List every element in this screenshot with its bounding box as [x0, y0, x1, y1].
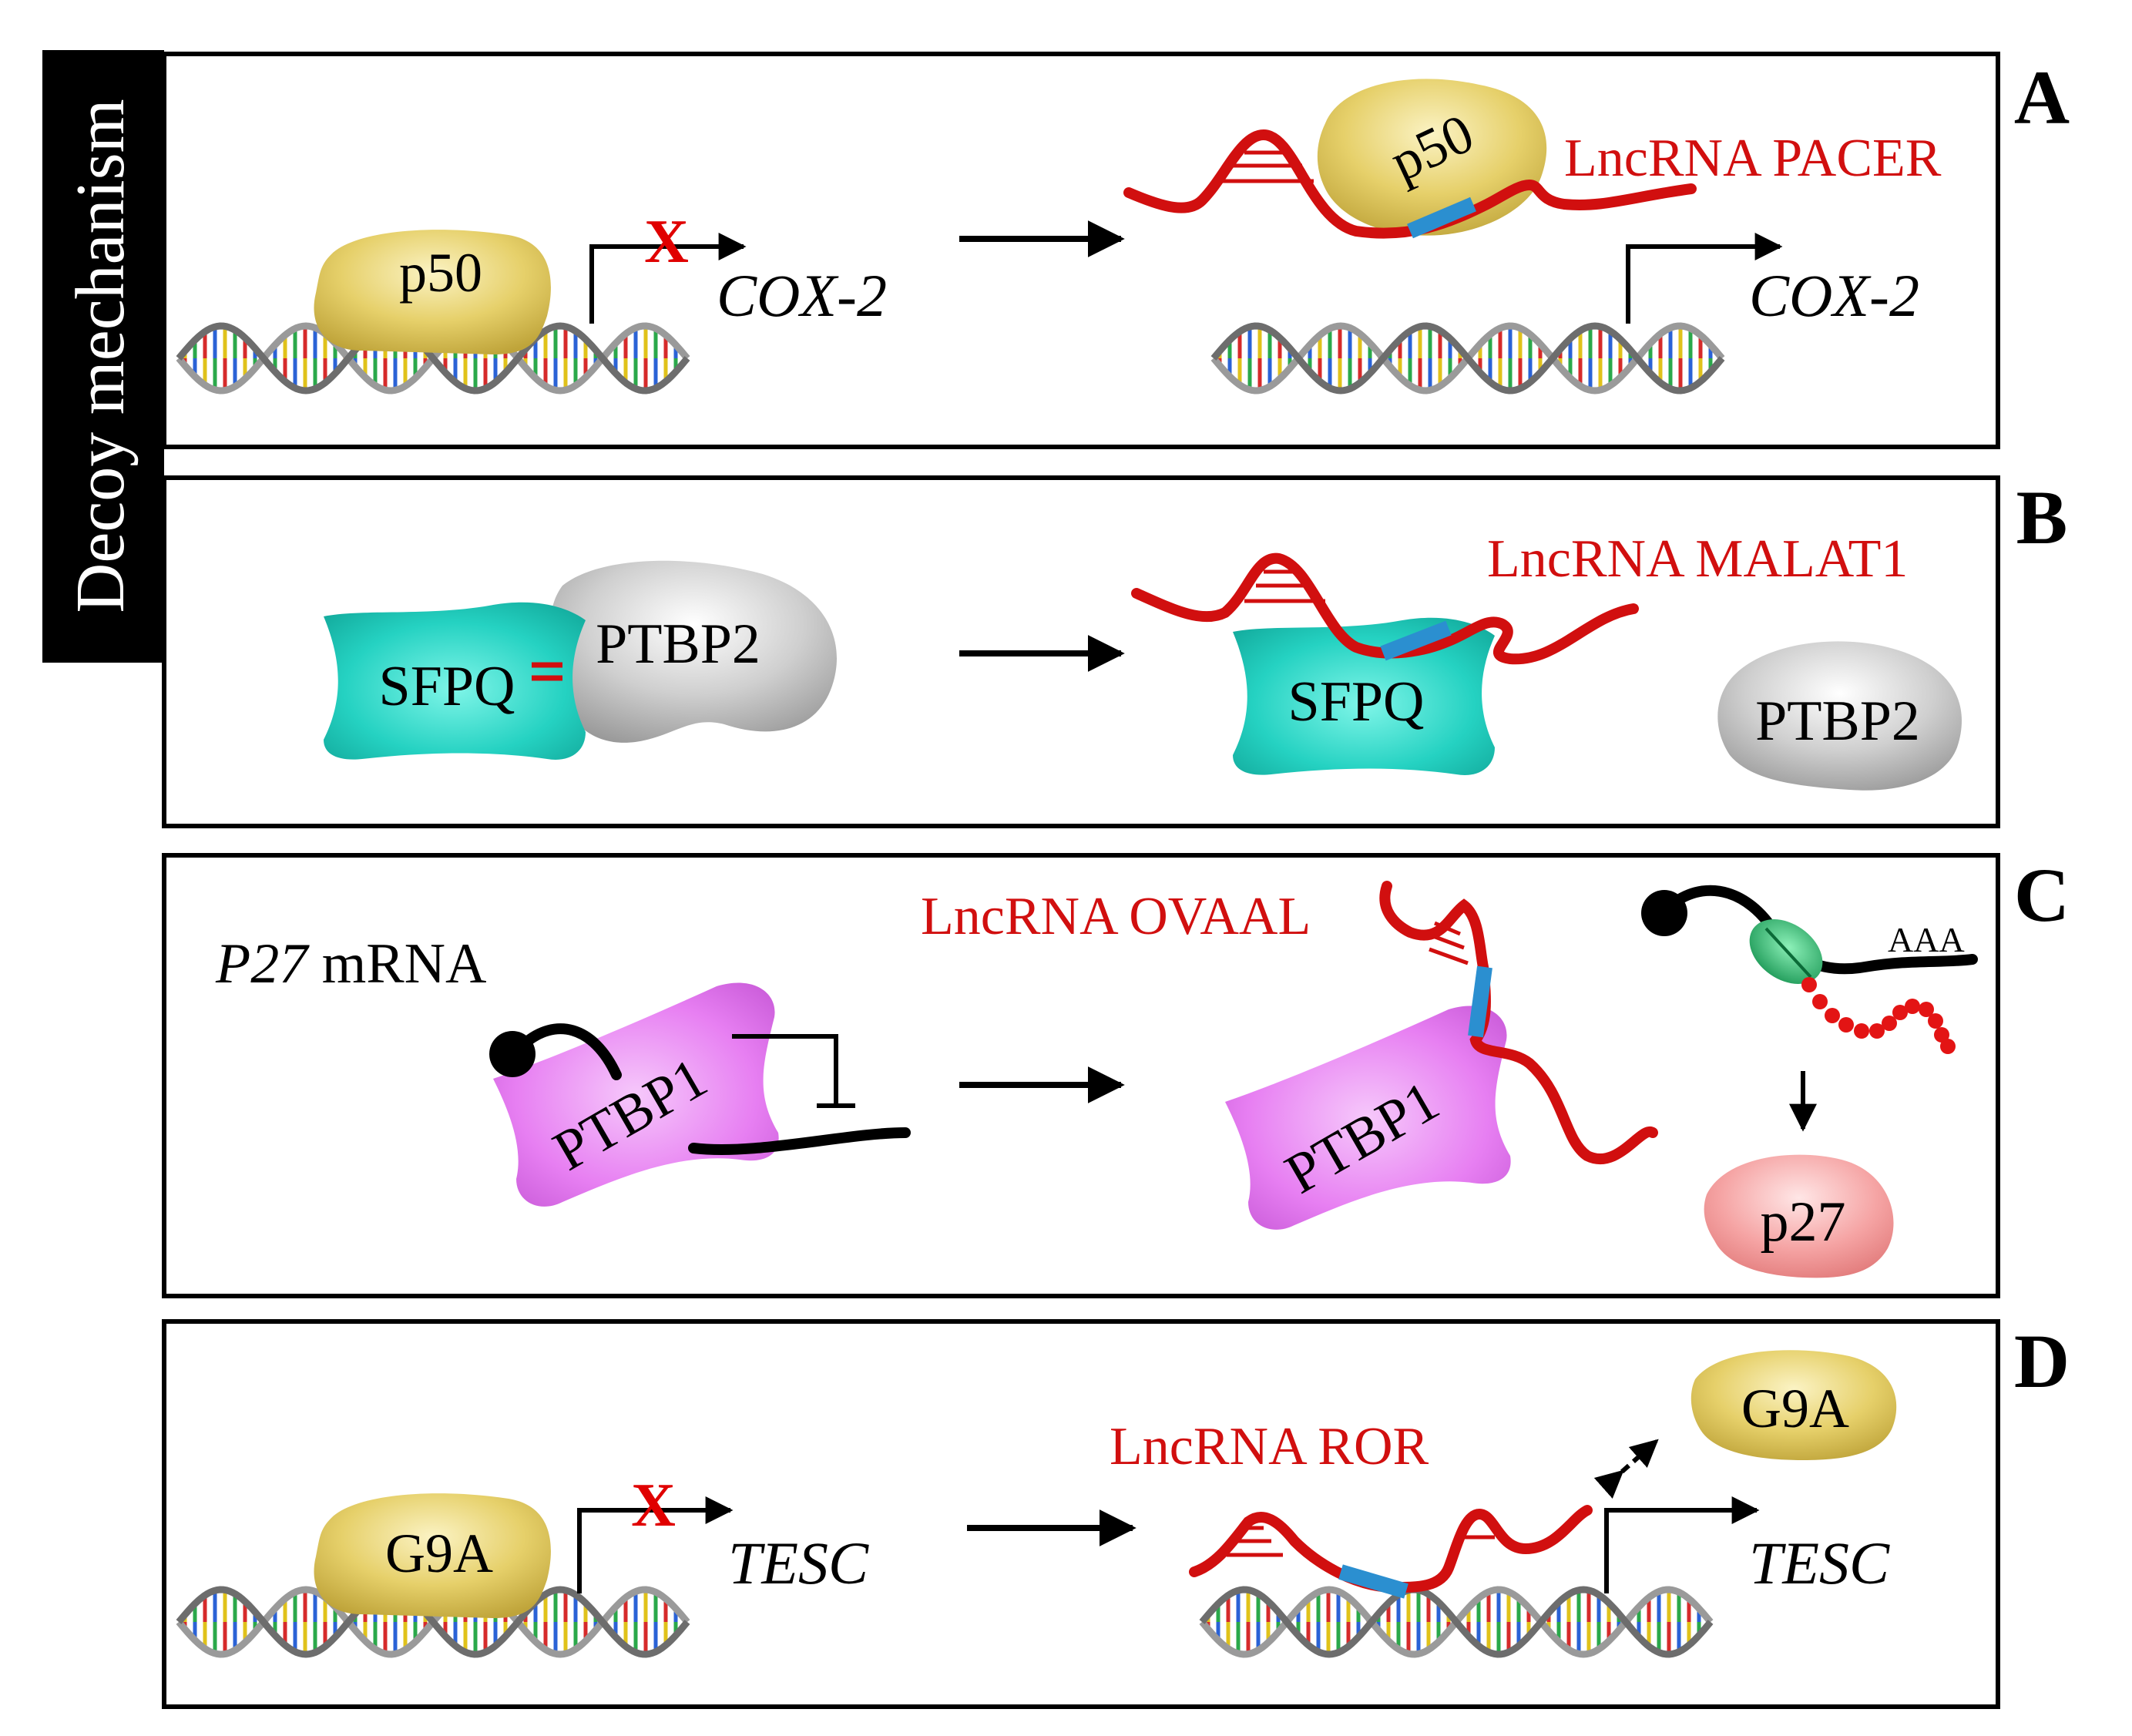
lncrna-ror — [1189, 1505, 1593, 1599]
panel-c-border — [162, 853, 2000, 1298]
dna-backbone — [1199, 1586, 1714, 1658]
amino-acid-bead — [1934, 1027, 1949, 1043]
panel-c-letter: C — [2014, 852, 2070, 938]
panel-a-border — [162, 52, 2000, 449]
dna-helix-d-right — [1199, 1586, 1714, 1658]
interaction-mark-b — [532, 662, 562, 681]
amino-acid-bead — [1919, 1002, 1934, 1017]
ptbp2-protein-b-right — [1717, 641, 1962, 791]
panel-d-letter: D — [2014, 1318, 2070, 1404]
p27-label-c: p27 — [1761, 1190, 1846, 1254]
polya-tail-c: AAA — [1888, 920, 1965, 959]
sfpq-protein-b-right — [1233, 617, 1495, 775]
side-label-box — [42, 50, 164, 663]
dna-helix-d-left — [176, 1586, 690, 1658]
g9a-protein-d-left: G9A — [314, 1493, 551, 1618]
mrna-suffix-c: mRNA — [307, 932, 486, 996]
binding-site-c — [1468, 965, 1492, 1038]
lncrna-label-b: LncRNA MALAT1 — [1487, 529, 1908, 589]
ptbp2-protein-b-left — [550, 560, 837, 743]
amino-acid-bead — [1825, 1008, 1840, 1023]
lncrna-ovaal — [1379, 881, 1658, 1165]
dna-helix-a-left — [176, 322, 690, 395]
block-x-d: X — [631, 1472, 676, 1540]
panel-d-border — [162, 1319, 2000, 1709]
inhibition-mark-c — [732, 1034, 855, 1108]
peptide-chain-c — [1801, 977, 1956, 1054]
promoter-arrow-a-left — [589, 233, 747, 324]
amino-acid-bead — [1928, 1013, 1943, 1029]
amino-acid-bead — [1905, 999, 1920, 1014]
g9a-protein-d-right: G9A — [1690, 1350, 1897, 1460]
ptbp1-protein-c-right — [1225, 1006, 1511, 1230]
sfpq-label-b-right: SFPQ — [1288, 670, 1425, 734]
amino-acid-bead — [1801, 977, 1817, 992]
binding-site-a — [1407, 196, 1476, 239]
p27-mrna-c-left — [489, 1023, 911, 1155]
amino-acid-bead — [1869, 1023, 1885, 1039]
translation-c: AAA — [1641, 885, 1978, 1132]
amino-acid-bead — [1854, 1023, 1869, 1039]
amino-acid-bead — [1882, 1016, 1897, 1031]
dna-helix-a-right — [1210, 322, 1725, 395]
amino-acid-bead — [1940, 1039, 1956, 1054]
lncrna-label-a: LncRNA PACER — [1564, 129, 1942, 188]
lncrna-label-c: LncRNA OVAAL — [921, 887, 1311, 946]
gene-label-a-right: COX-2 — [1749, 262, 1919, 329]
panel-b-border — [162, 475, 2000, 828]
dna-backbone — [1210, 322, 1725, 395]
amino-acid-bead — [1812, 994, 1828, 1009]
promoter-arrow-d-left — [577, 1496, 734, 1593]
promoter-arrow-a-right — [1626, 233, 1783, 324]
dna-backbone — [176, 322, 690, 395]
block-x-a: X — [644, 208, 689, 276]
p50-protein-a-right: p50 — [1317, 79, 1547, 236]
p50-protein-a-left: p50 — [314, 230, 551, 354]
dna-backbone — [176, 1586, 690, 1658]
gene-label-d-left: TESC — [728, 1529, 869, 1597]
mrna-gene-name-c: P27 — [215, 932, 310, 996]
gene-label-d-right: TESC — [1749, 1529, 1890, 1597]
g9a-label-d-left: G9A — [385, 1523, 493, 1584]
sfpq-protein-b-left — [324, 602, 586, 760]
binding-site-b — [1380, 620, 1452, 661]
lncrna-label-d: LncRNA ROR — [1110, 1417, 1429, 1476]
g9a-label-d-right: G9A — [1741, 1378, 1849, 1439]
panel-a-letter: A — [2014, 55, 2070, 140]
ptbp2-label-b-left: PTBP2 — [596, 613, 760, 676]
amino-acid-bead — [1838, 1017, 1854, 1033]
sfpq-label-b-left: SFPQ — [379, 655, 515, 718]
gene-label-a-left: COX-2 — [717, 262, 887, 329]
promoter-arrow-d-right — [1604, 1496, 1760, 1593]
binding-site-d — [1338, 1564, 1408, 1599]
ptbp2-label-b-right: PTBP2 — [1755, 690, 1920, 753]
panel-b-letter: B — [2016, 475, 2068, 560]
release-arrow-d — [1593, 1439, 1659, 1499]
lncrna-malat1 — [1131, 552, 1639, 665]
lncrna-pacer — [1123, 129, 1697, 239]
mrna-label-c: P27 mRNA — [215, 932, 487, 996]
amino-acid-bead — [1892, 1005, 1908, 1020]
p50-label-a-left: p50 — [399, 242, 482, 304]
side-label: Decoy mechanism — [62, 99, 139, 613]
p27-protein-c: p27 — [1704, 1154, 1894, 1278]
